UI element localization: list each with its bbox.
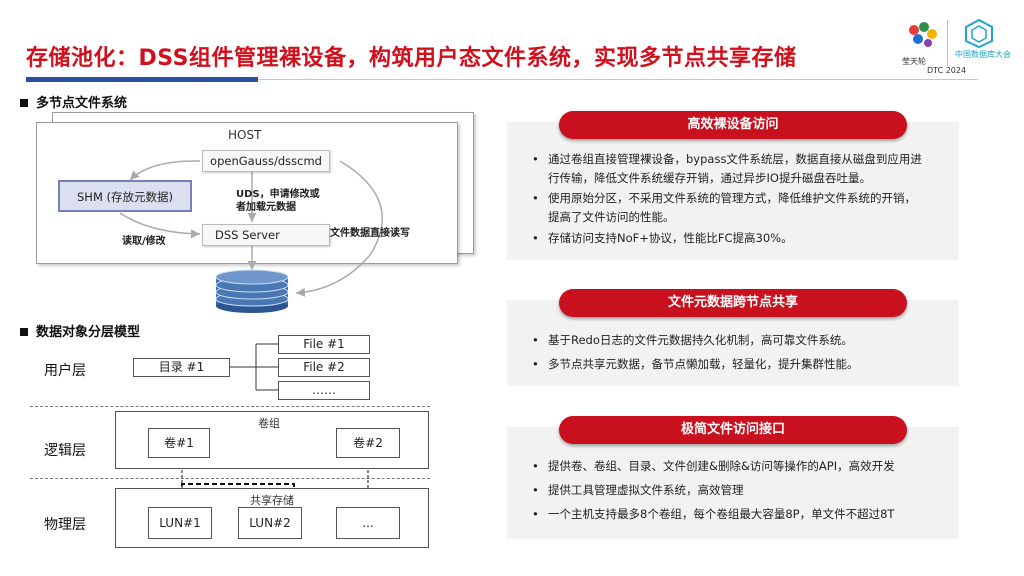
square-bullet-icon <box>20 98 28 107</box>
card-title-efficient-raw-device: 高效裸设备访问 <box>559 111 907 139</box>
card3-bullet-1-line1: 提供卷、卷组、目录、文件创建&删除&访问等操作的API，高效开发 <box>548 459 895 473</box>
card3-bullet-2: •提供工具管理虚拟文件系统，高效管理 <box>532 481 952 500</box>
card-simple-api <box>507 427 959 539</box>
square-bullet-icon <box>20 327 28 336</box>
card3-bullet-1: •提供卷、卷组、目录、文件创建&删除&访问等操作的API，高效开发 <box>532 457 952 476</box>
logo-divider <box>947 20 948 66</box>
lun-2-box: LUN#2 <box>238 507 302 539</box>
card3-bullet-3: •一个主机支持最多8个卷组，每个卷组最大容量8P，单文件不超过8T <box>532 505 952 524</box>
layer-divider-1 <box>30 406 430 407</box>
card1-bullet-3-line1: 存储访问支持NoF+协议，性能比FC提高30%。 <box>548 231 793 245</box>
card-title-metadata-sharing: 文件元数据跨节点共享 <box>559 289 907 317</box>
card1-bullet-1-cont: 行传输，降低文件系统缓存开销，通过异步IO提升磁盘吞吐量。 <box>532 169 952 188</box>
card1-bullet-1-line1: 通过卷组直接管理裸设备，bypass文件系统层，数据直接从磁盘到应用进 <box>548 152 922 166</box>
directory-box: 目录 #1 <box>133 358 230 377</box>
tiantianlun-logo-text: 莹天轮 <box>902 57 926 66</box>
card3-bullet-2-line1: 提供工具管理虚拟文件系统，高效管理 <box>548 483 744 497</box>
card2-bullet-1: •基于Redo日志的文件元数据持久化机制，高可靠文件系统。 <box>532 331 952 350</box>
dss-server-box: DSS Server <box>202 224 330 246</box>
logic-layer-label: 逻辑层 <box>44 443 86 459</box>
uds-label-line2: 者加载元数据 <box>236 202 296 213</box>
section1-title: 多节点文件系统 <box>36 96 128 111</box>
lun-more-box: ... <box>336 507 400 539</box>
file-1-box: File #1 <box>278 335 370 354</box>
page-title: 存储池化：DSS组件管理裸设备，构筑用户态文件系统，实现多节点共享存储 <box>26 46 797 71</box>
volume-2-box: 卷#2 <box>336 428 400 458</box>
dtc-logo-text: 中国数据库大会 <box>955 50 1011 59</box>
section2-heading: 数据对象分层模型 <box>20 321 140 340</box>
uds-label-line1: UDS，申请修改或 <box>236 189 320 200</box>
host-label: HOST <box>228 128 262 142</box>
card1-bullet-1-line2: 行传输，降低文件系统缓存开销，通过异步IO提升磁盘吞吐量。 <box>548 171 871 185</box>
card1-bullet-2: •使用原始分区，不采用文件系统的管理方式，降低维护文件系统的开销， <box>532 189 952 208</box>
tiantianlun-logo <box>902 20 942 56</box>
card2-bullet-2-line1: 多节点共享元数据，备节点懒加载，轻量化，提升集群性能。 <box>548 357 859 371</box>
title-underline-bar <box>26 77 258 82</box>
file-more-box: …… <box>278 381 370 400</box>
title-divider <box>258 79 978 80</box>
card-efficient-raw-device <box>507 122 959 260</box>
volume-1-box: 卷#1 <box>148 428 210 458</box>
event-label: DTC 2024 <box>927 66 967 75</box>
shm-box: SHM (存放元数据) <box>58 180 192 212</box>
card1-bullet-2-line2: 提高了文件访问的性能。 <box>548 210 675 224</box>
layer-divider-2 <box>30 478 430 479</box>
section1-heading: 多节点文件系统 <box>20 92 127 111</box>
physical-layer-label: 物理层 <box>44 517 86 533</box>
card2-bullet-1-line1: 基于Redo日志的文件元数据持久化机制，高可靠文件系统。 <box>548 333 853 347</box>
card2-bullet-2: •多节点共享元数据，备节点懒加载，轻量化，提升集群性能。 <box>532 355 952 374</box>
opengauss-box: openGauss/dsscmd <box>202 150 330 172</box>
volume-group-label: 卷组 <box>258 417 280 430</box>
lun-1-box: LUN#1 <box>148 507 212 539</box>
shared-storage-label: 共享存储 <box>250 494 294 507</box>
card1-bullet-3: •存储访问支持NoF+协议，性能比FC提高30%。 <box>532 229 952 248</box>
direct-rw-label: 文件数据直接读写 <box>330 228 410 239</box>
card1-bullet-2-cont: 提高了文件访问的性能。 <box>532 208 952 227</box>
card1-bullet-2-line1: 使用原始分区，不采用文件系统的管理方式，降低维护文件系统的开销， <box>548 191 916 205</box>
disk-storage-icon <box>214 268 290 314</box>
file-2-box: File #2 <box>278 358 370 377</box>
card1-bullet-1: •通过卷组直接管理裸设备，bypass文件系统层，数据直接从磁盘到应用进 <box>532 150 952 169</box>
section2-title: 数据对象分层模型 <box>36 325 141 340</box>
user-layer-label: 用户层 <box>44 363 86 379</box>
read-modify-label: 读取/修改 <box>122 236 166 247</box>
dtc-logo <box>962 18 996 49</box>
card-title-simple-api: 极简文件访问接口 <box>559 416 907 444</box>
card3-bullet-3-line1: 一个主机支持最多8个卷组，每个卷组最大容量8P，单文件不超过8T <box>548 507 895 521</box>
